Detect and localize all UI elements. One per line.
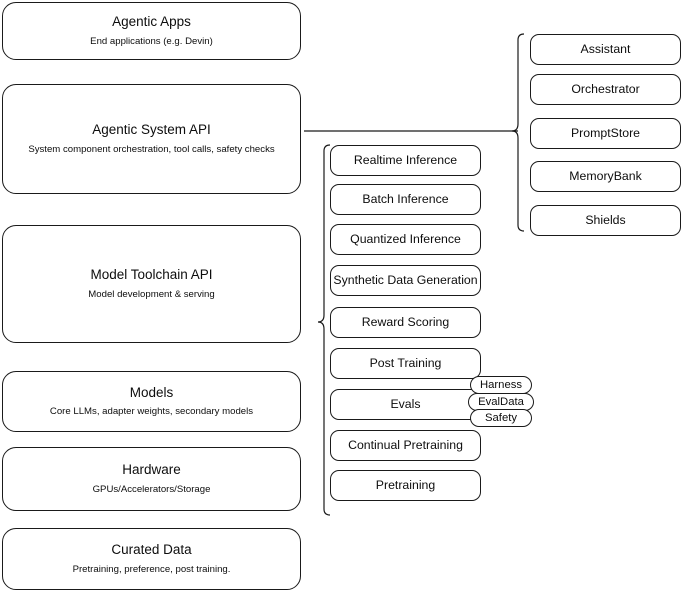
agentic-item-assistant[interactable]: Assistant <box>530 34 681 65</box>
layer-subtitle: Core LLMs, adapter weights, secondary mo… <box>49 406 254 418</box>
toolchain-item-reward-scoring[interactable]: Reward Scoring <box>330 307 481 338</box>
layer-subtitle: System component orchestration, tool cal… <box>28 143 275 155</box>
layer-subtitle: GPUs/Accelerators/Storage <box>92 483 211 495</box>
layer-curated-data[interactable]: Curated Data Pretraining, preference, po… <box>2 528 301 590</box>
toolchain-item-continual-pretraining[interactable]: Continual Pretraining <box>330 430 481 461</box>
layer-subtitle: Model development & serving <box>88 288 215 300</box>
eval-badge-harness[interactable]: Harness <box>470 376 532 394</box>
bracket-agentic-components <box>511 33 525 232</box>
toolchain-item-evals[interactable]: Evals <box>330 389 481 420</box>
toolchain-item-quantized-inference[interactable]: Quantized Inference <box>330 224 481 255</box>
layer-title: Agentic Apps <box>112 14 191 30</box>
layer-agentic-apps[interactable]: Agentic Apps End applications (e.g. Devi… <box>2 2 301 60</box>
toolchain-item-batch-inference[interactable]: Batch Inference <box>330 184 481 215</box>
layer-title: Models <box>129 384 174 400</box>
layer-title: Hardware <box>122 462 181 478</box>
toolchain-item-synthetic-data-generation[interactable]: Synthetic Data Generation <box>330 265 481 296</box>
layer-title: Agentic System API <box>92 122 211 138</box>
agentic-item-shields[interactable]: Shields <box>530 205 681 236</box>
layer-model-toolchain-api[interactable]: Model Toolchain API Model development & … <box>2 225 301 343</box>
layer-hardware[interactable]: Hardware GPUs/Accelerators/Storage <box>2 447 301 511</box>
layer-title: Model Toolchain API <box>90 267 213 283</box>
toolchain-item-pretraining[interactable]: Pretraining <box>330 470 481 501</box>
layer-title: Curated Data <box>111 542 192 558</box>
layer-subtitle: End applications (e.g. Devin) <box>90 35 213 47</box>
layer-models[interactable]: Models Core LLMs, adapter weights, secon… <box>2 371 301 432</box>
toolchain-item-realtime-inference[interactable]: Realtime Inference <box>330 145 481 176</box>
bracket-toolchain-components <box>317 144 331 516</box>
toolchain-item-post-training[interactable]: Post Training <box>330 348 481 379</box>
agentic-item-memorybank[interactable]: MemoryBank <box>530 161 681 192</box>
layer-subtitle: Pretraining, preference, post training. <box>72 563 231 575</box>
agentic-item-promptstore[interactable]: PromptStore <box>530 118 681 149</box>
agentic-item-orchestrator[interactable]: Orchestrator <box>530 74 681 105</box>
eval-badge-safety[interactable]: Safety <box>470 409 532 427</box>
layer-agentic-system-api[interactable]: Agentic System API System component orch… <box>2 84 301 194</box>
